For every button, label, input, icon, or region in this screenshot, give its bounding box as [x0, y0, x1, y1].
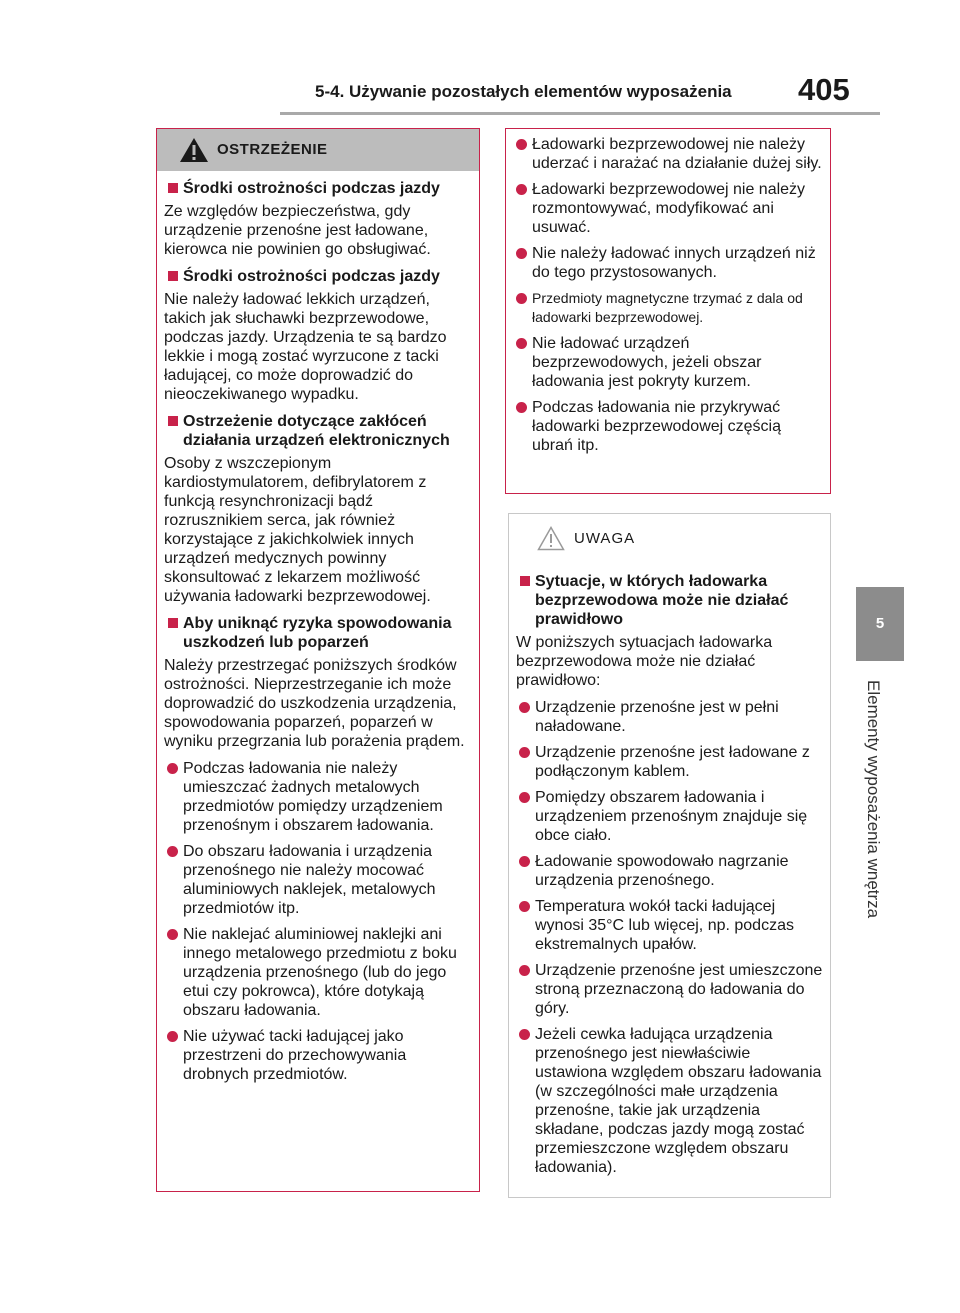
chapter-tab: 5 [856, 587, 904, 661]
warning-body: Środki ostrożności podczas jazdy Ze wzgl… [157, 179, 479, 1084]
list-item: Ładowanie spowodowało nagrzanie urządzen… [516, 852, 823, 890]
round-bullet-icon [516, 139, 527, 150]
list-item: Ładowarki bezprzewodowej nie należy uder… [513, 135, 823, 173]
warning-section-text: Nie należy ładować lekkich urządzeń, tak… [164, 291, 447, 403]
caution-triangle-icon [537, 526, 565, 551]
notice-section-title: Sytuacje, w których ładowarka bezprzewod… [516, 572, 823, 629]
list-item: Urządzenie przenośne jest ładowane z pod… [516, 743, 823, 781]
warning-section-text: Ze względów bezpieczeństwa, gdy urządzen… [164, 203, 431, 258]
round-bullet-icon [516, 184, 527, 195]
list-item: Do obszaru ładowania i urządzenia przeno… [164, 842, 472, 918]
warning-continued-body: Ładowarki bezprzewodowej nie należy uder… [506, 129, 830, 455]
square-bullet-icon [168, 416, 178, 426]
warning-header: OSTRZEŻENIE [157, 129, 479, 171]
list-item: Urządzenie przenośne jest w pełni nałado… [516, 698, 823, 736]
list-item: Nie należy ładować innych urządzeń niż d… [513, 244, 823, 282]
square-bullet-icon [520, 576, 530, 586]
page-header: 5-4. Używanie pozostałych elementów wypo… [0, 0, 960, 120]
warning-triangle-icon [180, 138, 208, 162]
round-bullet-icon [519, 1029, 530, 1040]
round-bullet-icon [167, 846, 178, 857]
header-divider [280, 112, 880, 115]
warning-section-title: Środki ostrożności podczas jazdy [164, 267, 472, 286]
round-bullet-icon [167, 763, 178, 774]
warning-section-title: Środki ostrożności podczas jazdy [164, 179, 472, 198]
square-bullet-icon [168, 271, 178, 281]
round-bullet-icon [519, 965, 530, 976]
section-title: 5-4. Używanie pozostałych elementów wypo… [315, 82, 732, 101]
list-item: Ładowarki bezprzewodowej nie należy rozm… [513, 180, 823, 237]
round-bullet-icon [519, 856, 530, 867]
notice-intro: W poniższych sytuacjach ładowarka bezprz… [516, 634, 773, 689]
warning-section-title: Aby uniknąć ryzyka spowodowania uszkodze… [164, 614, 472, 652]
notice-box: UWAGA Sytuacje, w których ładowarka bezp… [508, 513, 831, 1198]
warning-heading: OSTRZEŻENIE [217, 141, 328, 158]
list-item: Nie ładować urządzeń bezprzewodowych, je… [513, 334, 823, 391]
round-bullet-icon [167, 929, 178, 940]
round-bullet-icon [519, 792, 530, 803]
round-bullet-icon [516, 248, 527, 259]
list-item: Urządzenie przenośne jest umieszczone st… [516, 961, 823, 1018]
page-number: 405 [798, 72, 850, 107]
list-item: Nie używać tacki ładującej jako przestrz… [164, 1027, 472, 1084]
round-bullet-icon [519, 901, 530, 912]
round-bullet-icon [516, 293, 527, 304]
list-item: Jeżeli cewka ładująca urządzenia przenoś… [516, 1025, 823, 1177]
list-item: Pomiędzy obszarem ładowania i urządzenie… [516, 788, 823, 845]
notice-heading: UWAGA [574, 530, 636, 547]
list-item: Przedmioty magnetyczne trzymać z dala od… [513, 289, 823, 327]
list-item: Temperatura wokół tacki ładującej wynosi… [516, 897, 823, 954]
round-bullet-icon [516, 402, 527, 413]
round-bullet-icon [519, 702, 530, 713]
warning-box: OSTRZEŻENIE Środki ostrożności podczas j… [156, 128, 480, 1192]
round-bullet-icon [167, 1031, 178, 1042]
list-item: Nie naklejać aluminiowej naklejki ani in… [164, 925, 472, 1020]
square-bullet-icon [168, 618, 178, 628]
warning-section-text: Osoby z wszczepionym kardiostymulatorem,… [164, 455, 431, 605]
chapter-label-text: Elementy wyposażenia wnętrza [864, 680, 883, 919]
notice-header: UWAGA [509, 514, 830, 564]
round-bullet-icon [516, 338, 527, 349]
list-item: Podczas ładowania nie przykrywać ładowar… [513, 398, 823, 455]
round-bullet-icon [519, 747, 530, 758]
square-bullet-icon [168, 183, 178, 193]
warning-continued-box: Ładowarki bezprzewodowej nie należy uder… [505, 128, 831, 494]
warning-section-text: Należy przestrzegać poniższych środków o… [164, 657, 465, 750]
warning-section-title: Ostrzeżenie dotyczące zakłóceń działania… [164, 412, 472, 450]
chapter-label: Elementy wyposażenia wnętrza [843, 680, 903, 940]
notice-body: Sytuacje, w których ładowarka bezprzewod… [509, 572, 830, 1177]
list-item: Podczas ładowania nie należy umieszczać … [164, 759, 472, 835]
